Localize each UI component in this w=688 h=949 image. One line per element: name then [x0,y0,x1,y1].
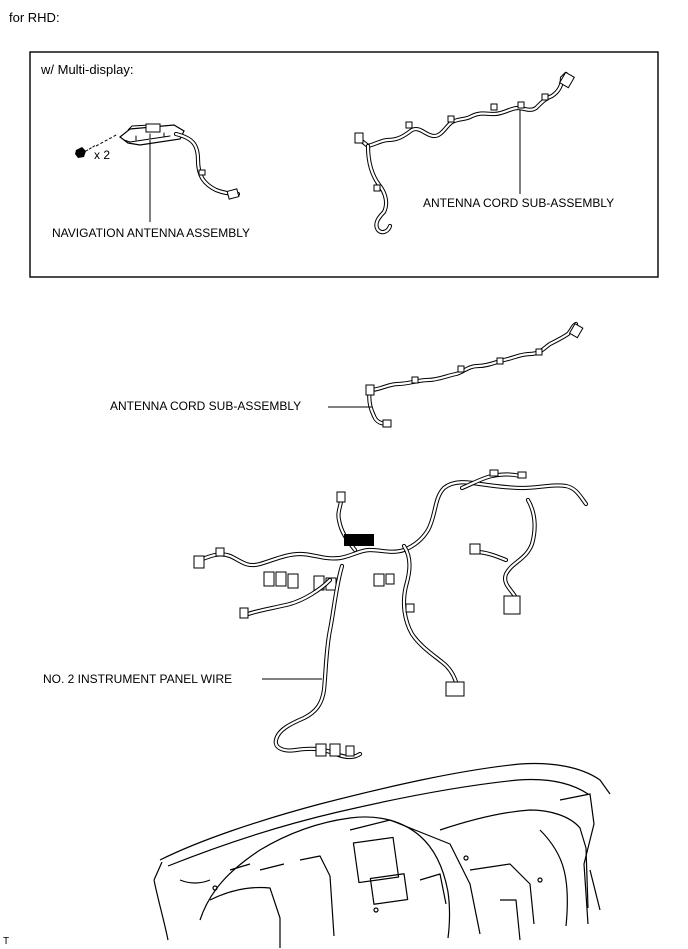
instrument-panel-icon [153,762,611,948]
screw-icon [75,133,119,158]
page-heading: for RHD: [9,10,60,25]
antenna-cord-icon [354,71,576,235]
navigation-antenna-label: NAVIGATION ANTENNA ASSEMBLY [52,226,251,240]
quantity-label: x 2 [94,148,111,162]
wire-harness-icon [193,469,589,760]
antenna-cord-label-middle: ANTENNA CORD SUB-ASSEMBLY [110,399,302,413]
antenna-cord-label-top: ANTENNA CORD SUB-ASSEMBLY [423,196,615,210]
variant-caption: w/ Multi-display: [41,62,134,77]
antenna-cord-icon-middle [365,321,584,428]
navigation-antenna-icon [119,123,241,200]
variant-frame [29,51,659,278]
instrument-panel-wire-label: NO. 2 INSTRUMENT PANEL WIRE [43,672,233,686]
corner-code: T [3,936,10,947]
